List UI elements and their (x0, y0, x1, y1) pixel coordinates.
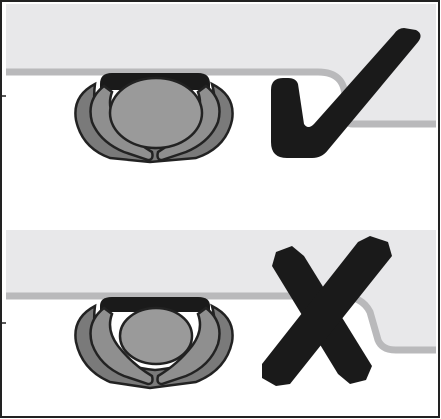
head (110, 78, 202, 148)
head (120, 308, 192, 364)
